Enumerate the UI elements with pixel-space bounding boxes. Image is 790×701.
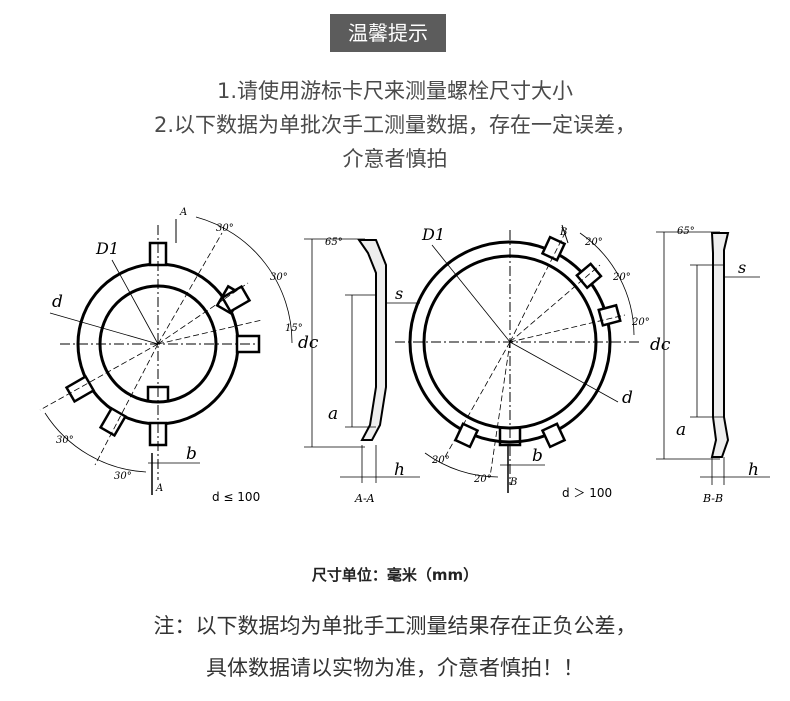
right-section — [656, 231, 770, 485]
right-angle-20-d: 20° — [431, 455, 450, 466]
right-sec-name: B-B — [702, 492, 723, 505]
left-sec-name: A-A — [354, 492, 375, 505]
left-angle-30-a: 30° — [216, 223, 234, 234]
left-angle-30-d: 30° — [114, 471, 132, 482]
left-a-mark-bottom: A — [155, 483, 163, 494]
notes-block: 1.请使用游标卡尺来测量螺栓尺寸大小 2.以下数据为单批次手工测量数据，存在一定… — [0, 74, 790, 176]
footnote-line-1: 注：以下数据均为单批手工测量结果存在正负公差， — [153, 614, 637, 638]
right-angle-20-b: 20° — [612, 272, 631, 283]
right-sec-s: s — [738, 258, 746, 277]
technical-drawing: D1 d A A 30° 30° 15° 30° 30° b d ≤ 100 6… — [39, 207, 770, 505]
footnote-line-2: 具体数据请以实物为准，介意者慎拍！！ — [206, 656, 584, 680]
right-b-mark-top: B — [559, 227, 567, 238]
note-line-1: 1.请使用游标卡尺来测量螺栓尺寸大小 — [216, 79, 574, 103]
right-angle-20-c: 20° — [631, 317, 650, 328]
right-b-label: b — [532, 446, 543, 466]
left-angle-30-b: 30° — [270, 272, 288, 283]
right-angle-20-a: 20° — [584, 237, 603, 248]
right-b-mark-bottom: B — [509, 477, 517, 488]
left-d1-label: D1 — [95, 239, 119, 258]
unit-caption: 尺寸单位：毫米（mm） — [311, 566, 479, 584]
right-sec-angle: 65° — [677, 226, 695, 237]
note-line-2: 2.以下数据为单批次手工测量数据，存在一定误差， — [153, 113, 637, 137]
left-sec-a: a — [328, 404, 338, 424]
left-section — [304, 238, 420, 483]
right-d1-label: D1 — [421, 225, 445, 244]
notice-badge: 温馨提示 — [330, 14, 446, 52]
left-angle-15: 15° — [285, 323, 303, 334]
left-b-label: b — [186, 444, 197, 464]
right-sec-a: a — [676, 420, 686, 440]
left-d-label: d — [52, 292, 63, 312]
right-angle-20-e: 20° — [473, 474, 492, 485]
left-sec-s: s — [395, 284, 403, 303]
right-sec-h: h — [748, 460, 759, 480]
left-a-mark-top: A — [179, 207, 187, 218]
left-condition: d ≤ 100 — [212, 490, 260, 504]
right-washer — [395, 224, 640, 493]
left-angle-30-c: 30° — [56, 435, 74, 446]
left-sec-dc: dc — [298, 333, 319, 353]
left-sec-angle: 65° — [325, 237, 343, 248]
right-sec-dc: dc — [650, 335, 671, 355]
left-washer — [39, 216, 293, 495]
right-d-label: d — [622, 388, 633, 408]
right-condition: d ＞ 100 — [562, 486, 612, 500]
note-line-3: 介意者慎拍 — [342, 147, 448, 171]
left-sec-h: h — [394, 460, 405, 480]
